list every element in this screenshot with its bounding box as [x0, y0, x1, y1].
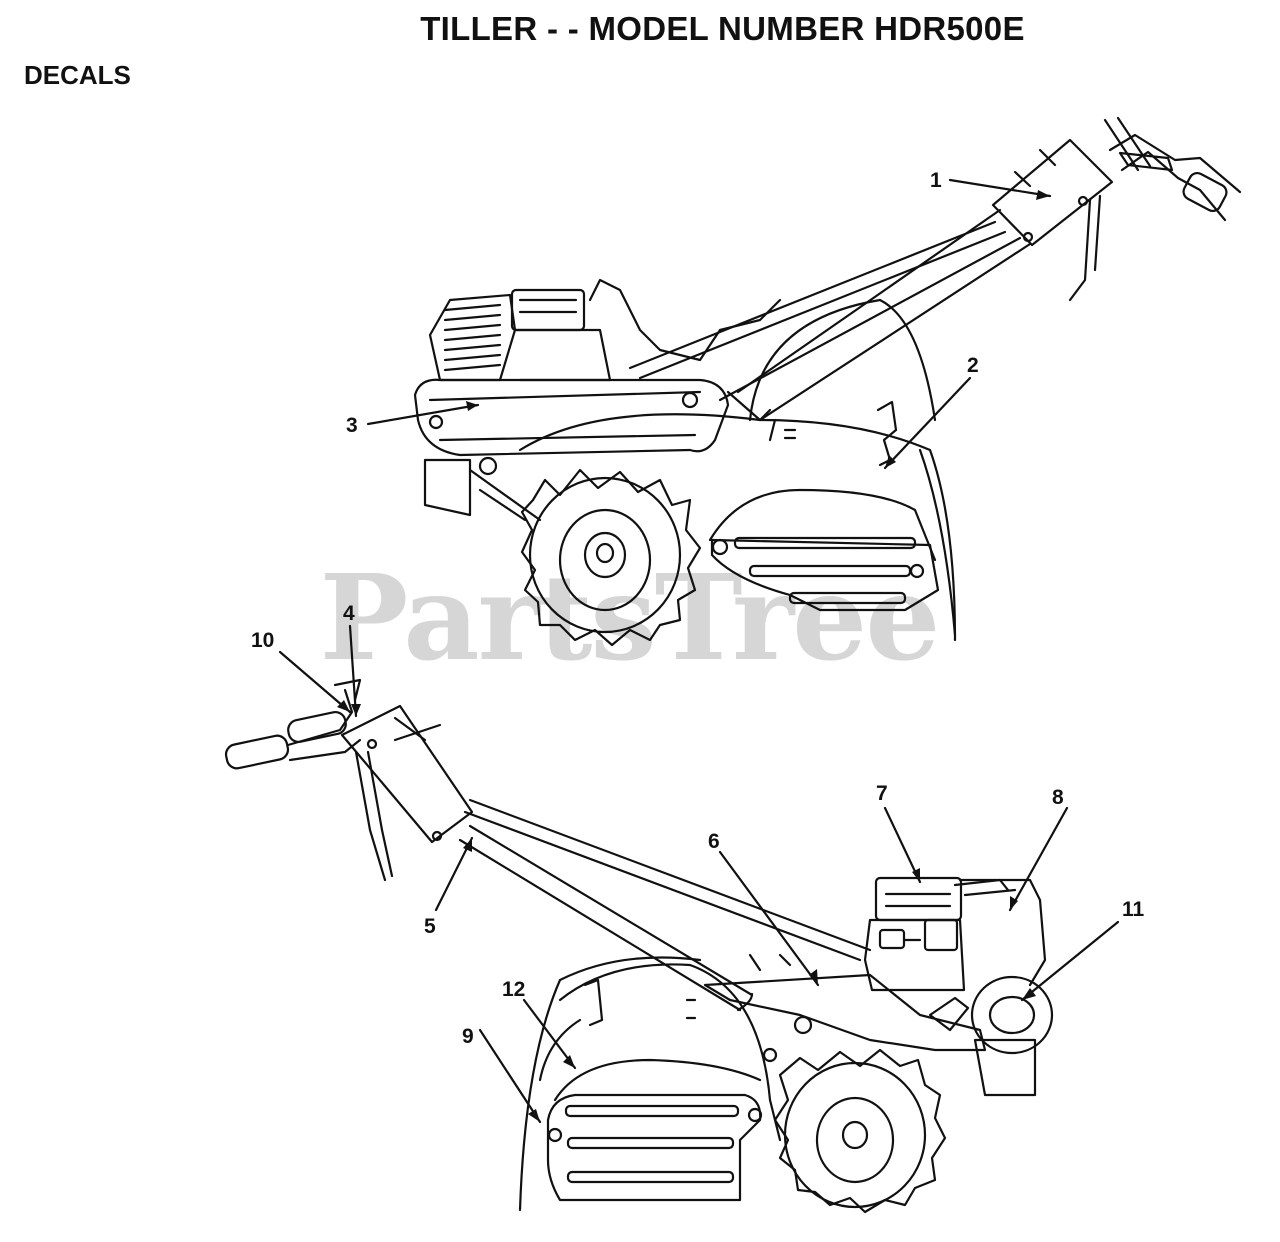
callout-6: 6 [708, 830, 720, 853]
bottom-tiller-illustration [224, 678, 1054, 1214]
callout-11: 11 [1122, 898, 1145, 921]
page-title: TILLER - - MODEL NUMBER HDR500E [420, 10, 1025, 47]
callout-leader-lines [278, 178, 1120, 1124]
section-heading: DECALS [24, 60, 131, 90]
callout-10: 10 [251, 629, 274, 652]
callout-12: 12 [502, 978, 525, 1001]
callout-1: 1 [930, 169, 942, 192]
callout-3: 3 [346, 414, 358, 437]
callout-arrowheads [337, 190, 1050, 1122]
top-tiller-illustration [413, 116, 1242, 647]
callout-8: 8 [1052, 786, 1064, 809]
callout-4: 4 [343, 602, 355, 625]
callout-2: 2 [967, 354, 979, 377]
watermark: PartsTree [319, 548, 941, 687]
callout-5: 5 [424, 915, 436, 938]
callout-7: 7 [876, 782, 888, 805]
callout-labels: 1 2 3 4 5 6 7 8 9 10 11 12 [251, 169, 1145, 1048]
callout-9: 9 [462, 1025, 474, 1048]
